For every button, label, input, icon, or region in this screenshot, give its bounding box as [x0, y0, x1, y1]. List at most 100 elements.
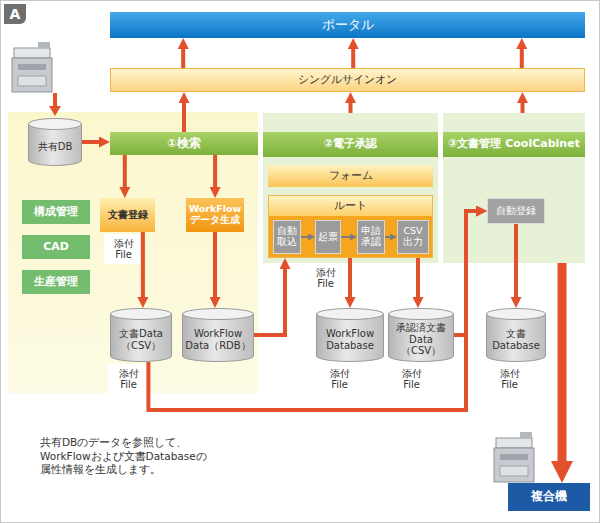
- flow-arrow: [385, 236, 390, 238]
- process-box: 文書登録: [100, 198, 155, 232]
- node-text: 添付 File: [493, 368, 526, 390]
- sso-band: シングルサインオン: [110, 68, 585, 92]
- copier-panel: [520, 432, 532, 438]
- flow-arrow: [520, 49, 524, 68]
- attachment-label: 添付 File: [320, 364, 356, 394]
- node-text: 共有DB: [38, 141, 73, 153]
- copier-panel: [38, 42, 50, 48]
- note-text: 共有DBのデータを参照して、 WorkFlowおよび文書Databaseの 属性…: [40, 436, 290, 484]
- node-text: フォーム: [329, 170, 373, 183]
- node-text: 添付 File: [323, 368, 356, 390]
- node-text: 複合機: [531, 490, 567, 504]
- panel-letter: A: [4, 4, 26, 24]
- node-text: 添付 File: [111, 368, 146, 390]
- copier-scanner: [14, 48, 50, 58]
- system-box: CAD: [22, 235, 90, 259]
- node-text: WorkFlow Data（RDB）: [183, 328, 253, 351]
- database-cylinder: 共有DB: [28, 118, 82, 166]
- node-text: 起票: [318, 232, 338, 243]
- flow-arrow: [351, 49, 355, 68]
- flow-arrow: [182, 103, 186, 132]
- node-text: ②電子承認: [324, 138, 377, 151]
- node-text: 承認済文書 Data（CSV）: [389, 322, 453, 357]
- attachment-label: 添付 File: [108, 364, 146, 394]
- flow-arrow: [213, 232, 217, 297]
- attachment-label: 添付 File: [306, 264, 342, 292]
- flow-arrow: [558, 263, 567, 461]
- system-box: 構成管理: [22, 200, 90, 224]
- node-text: ポータル: [322, 18, 374, 33]
- database-cylinder: WorkFlow Database: [316, 308, 384, 362]
- search-region: [8, 112, 258, 393]
- flow-arrow: [213, 155, 217, 187]
- node-text: 添付 File: [395, 368, 428, 390]
- copier-icon: [12, 42, 52, 92]
- step-box: 起票: [315, 220, 341, 254]
- node-text: 文書Data （CSV）: [111, 328, 171, 351]
- attachment-label: 添付 File: [490, 364, 526, 394]
- node-text: ルート: [334, 200, 367, 213]
- process-box: 自動登録: [487, 198, 545, 224]
- node-text: WorkFlow データ生成: [186, 204, 244, 226]
- database-cylinder: 承認済文書 Data（CSV）: [388, 308, 454, 362]
- system-box: 生産管理: [22, 270, 90, 294]
- node-text: CSV 出力: [398, 226, 428, 248]
- copier-drawer: [18, 76, 46, 86]
- database-cylinder: 文書Data （CSV）: [110, 308, 172, 362]
- portal-band: ポータル: [110, 12, 585, 38]
- route-box: ルート自動 取込 起票 申請 承認 CSV 出力: [268, 195, 433, 258]
- header-band: ルート: [269, 196, 432, 216]
- node-text: 文書登録: [108, 209, 148, 221]
- copier-tray: [500, 454, 528, 460]
- database-cylinder: 文書 Database: [486, 308, 546, 362]
- flow-arrow: [181, 49, 185, 68]
- section-panel: ②電子承認フォームルート自動 取込 起票 申請 承認 CSV 出力: [263, 113, 438, 263]
- copier-scanner: [496, 438, 532, 448]
- flow-arrow: [341, 236, 350, 238]
- node-text: 生産管理: [34, 276, 78, 289]
- node-text: ③文書管理 CoolCabinet: [448, 138, 580, 151]
- node-text: 添付 File: [309, 267, 342, 289]
- copier-tray: [18, 64, 46, 70]
- section-panel: ③文書管理 CoolCabinet 自動登録: [443, 113, 585, 263]
- node-text: ①検索: [167, 137, 201, 150]
- flow-arrow: [416, 258, 420, 297]
- flow-arrow: [348, 258, 352, 297]
- header-band: ②電子承認: [263, 132, 438, 157]
- attachment-label: 添付 File: [104, 234, 140, 264]
- form-band: フォーム: [268, 165, 433, 187]
- flow-arrow: [148, 211, 476, 410]
- node-text: 自動登録: [496, 205, 536, 217]
- flow-arrow: [141, 232, 145, 297]
- flow-arrow: [254, 269, 285, 335]
- step-box: 自動 取込: [273, 220, 301, 254]
- section-header: ①検索: [110, 132, 258, 155]
- flow-arrow: [301, 236, 308, 238]
- copier-icon: [494, 432, 534, 482]
- node-text: シングルサインオン: [298, 74, 397, 87]
- node-text: 添付 File: [107, 238, 140, 260]
- flow-arrow: [521, 103, 525, 113]
- device-box: 複合機: [508, 483, 590, 511]
- step-box: 申請 承認: [357, 220, 385, 254]
- process-box: WorkFlow データ生成: [186, 198, 244, 232]
- copier-body: [494, 448, 534, 482]
- copier-arrow-head: [49, 106, 61, 116]
- header-band: ③文書管理 CoolCabinet: [443, 132, 585, 157]
- step-box: CSV 出力: [397, 220, 429, 254]
- copier-arrow: [53, 93, 57, 106]
- flow-arrow: [454, 211, 476, 335]
- node-text: CAD: [43, 241, 69, 254]
- node-text: 文書 Database: [487, 328, 545, 351]
- node-text: 申請 承認: [358, 226, 384, 248]
- node-text: 自動 取込: [274, 226, 300, 248]
- copier-drawer: [500, 466, 528, 476]
- node-text: 構成管理: [34, 206, 78, 219]
- node-text: WorkFlow Database: [317, 328, 383, 351]
- attachment-label: 添付 File: [392, 364, 428, 394]
- flow-arrow: [349, 103, 353, 113]
- flow-arrow: [82, 140, 99, 144]
